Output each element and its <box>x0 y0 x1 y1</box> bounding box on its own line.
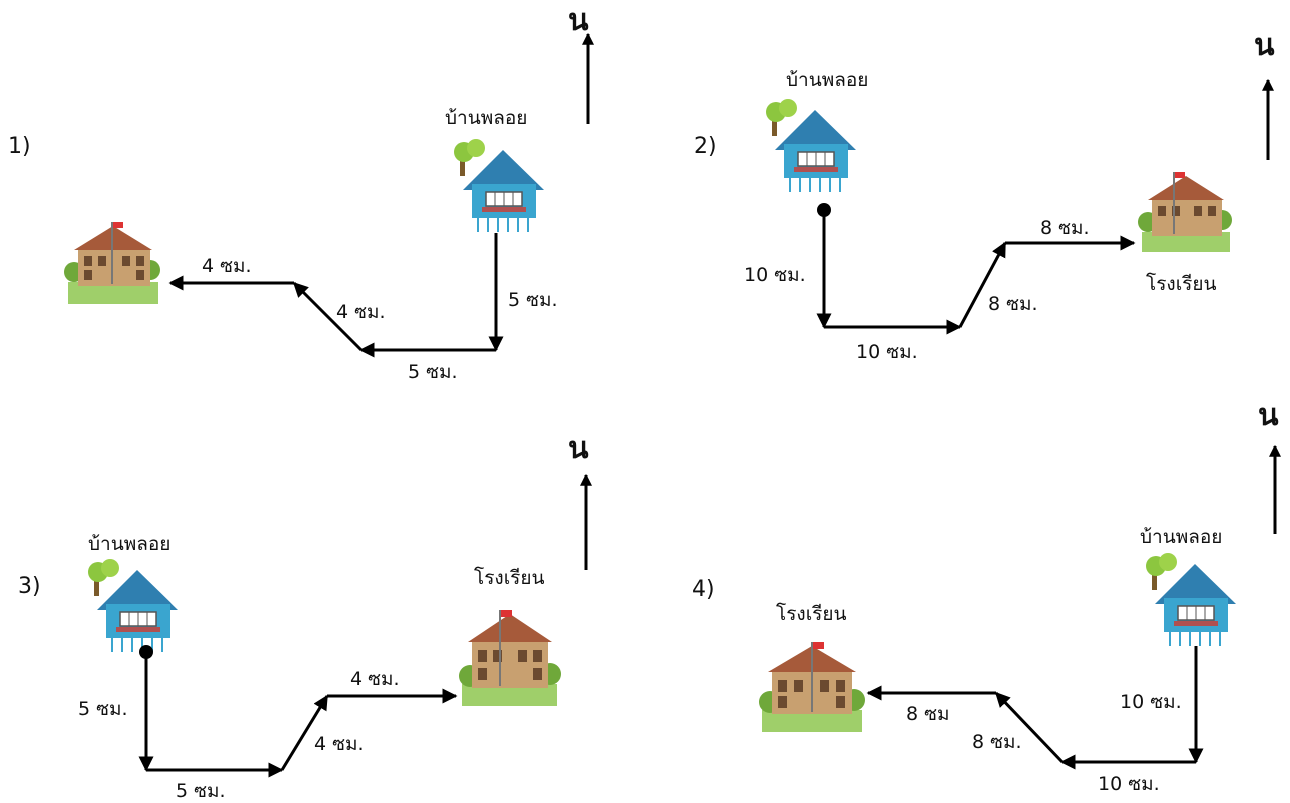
option-number: 3) <box>18 574 41 599</box>
route-segment-3 <box>958 241 1007 328</box>
distance-label: 5 ซม. <box>78 698 128 720</box>
panel-3: 3) น บ้านพลอย โรงเรียน <box>18 431 592 802</box>
distance-label: 10 ซม. <box>1098 773 1160 795</box>
option-number: 2) <box>694 134 717 159</box>
school-icon <box>64 222 160 304</box>
school-label: โรงเรียน <box>776 602 847 625</box>
house-icon <box>454 139 544 232</box>
north-indicator: น <box>1258 398 1281 534</box>
distance-label: 5 ซม. <box>176 780 226 802</box>
route-segment-3 <box>292 281 363 352</box>
distance-label: 4 ซม. <box>202 255 252 277</box>
north-label: น <box>1258 398 1279 433</box>
distance-label: 8 ซม. <box>988 293 1038 315</box>
house-icon <box>88 559 178 652</box>
school-label: โรงเรียน <box>474 566 545 589</box>
north-label: น <box>568 3 589 38</box>
distance-label: 5 ซม. <box>508 289 558 311</box>
distance-label: 10 ซม. <box>1120 691 1182 713</box>
route-segment-3 <box>280 694 329 771</box>
distance-label: 10 ซม. <box>744 264 806 286</box>
house-icon <box>766 99 856 192</box>
house-label: บ้านพลอย <box>88 533 170 555</box>
option-number: 4) <box>692 577 715 602</box>
school-icon <box>459 610 561 706</box>
route-segment-3 <box>994 691 1064 764</box>
distance-label: 10 ซม. <box>856 341 918 363</box>
distance-label: 5 ซม. <box>408 361 458 383</box>
distance-label: 8 ซม. <box>972 731 1022 753</box>
option-number: 1) <box>8 134 31 159</box>
distance-label: 8 ซม <box>906 703 950 725</box>
house-label: บ้านพลอย <box>1140 526 1222 548</box>
north-label: น <box>568 431 589 466</box>
panel-4: 4) น บ้านพลอย โรงเรียน <box>692 398 1281 795</box>
school-icon <box>1138 172 1232 252</box>
house-label: บ้านพลอย <box>445 107 527 129</box>
distance-label: 4 ซม. <box>336 301 386 323</box>
distance-label: 8 ซม. <box>1040 217 1090 239</box>
school-label: โรงเรียน <box>1146 272 1217 295</box>
distance-label: 4 ซม. <box>314 733 364 755</box>
panel-1: 1) น บ้านพลอย <box>8 3 594 383</box>
panel-2: 2) น บ้านพลอย โรงเรียน <box>694 28 1275 363</box>
north-label: น <box>1254 28 1275 63</box>
house-icon <box>1146 553 1236 646</box>
north-indicator: น <box>1254 28 1275 160</box>
distance-label: 4 ซม. <box>350 668 400 690</box>
school-icon <box>759 642 865 732</box>
house-label: บ้านพลอย <box>786 69 868 91</box>
north-indicator: น <box>568 3 594 124</box>
north-indicator: น <box>568 431 592 570</box>
